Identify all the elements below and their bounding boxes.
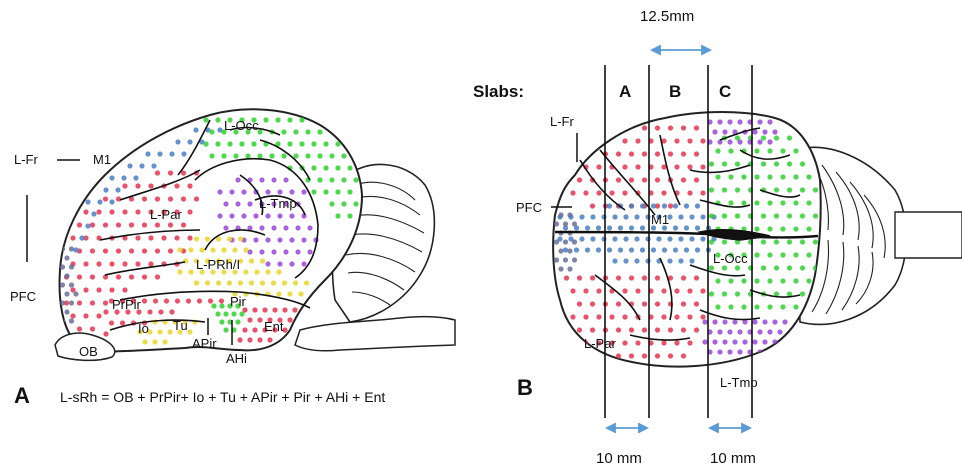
label-tu-a: Tu	[173, 318, 188, 333]
hemisphere-outline-lateral	[60, 109, 362, 352]
label-ent-a: Ent	[264, 319, 284, 334]
lateral-brain-view	[27, 109, 455, 360]
bottom-left-measure-label: 10 mm	[596, 450, 642, 467]
slabs-title: Slabs:	[473, 82, 524, 102]
brainstem-lateral	[295, 317, 455, 351]
label-l-tmp-b: L-Tmp	[720, 375, 758, 390]
label-ob-a: OB	[79, 344, 98, 359]
label-ahi-a: AHi	[226, 351, 247, 366]
slab-label-b: B	[669, 82, 681, 102]
label-m1-a: M1	[93, 152, 111, 167]
bottom-right-measure-label: 10 mm	[710, 450, 756, 467]
slab-label-c: C	[719, 82, 731, 102]
top-measure-label: 12.5mm	[640, 8, 694, 25]
panel-a-formula: L-sRh = OB + PrPir+ Io + Tu + APir + Pir…	[60, 389, 385, 405]
label-l-occ-b: L-Occ	[713, 251, 748, 266]
label-pfc-b: PFC	[516, 200, 542, 215]
spinal-cord-dorsal	[895, 212, 962, 258]
label-pir-a: Pir	[230, 294, 246, 309]
label-m1-b: M1	[651, 212, 669, 227]
label-l-occ-a: L-Occ	[224, 118, 259, 133]
panel-a-letter: A	[14, 383, 30, 409]
label-io-a: Io	[138, 321, 149, 336]
label-l-par-a: L-Par	[150, 207, 182, 222]
label-l-fr-b: L-Fr	[550, 114, 574, 129]
label-l-fr-a: L-Fr	[14, 152, 38, 167]
label-l-tmp-a: L-Tmp	[259, 196, 297, 211]
panel-b-letter: B	[517, 375, 533, 401]
slab-label-a: A	[619, 82, 631, 102]
label-l-prh-a: L-PRh/I	[196, 257, 240, 272]
label-apir-a: APir	[192, 336, 217, 351]
label-pfc-a: PFC	[10, 289, 36, 304]
label-prpir-a: PrPir	[112, 297, 141, 312]
label-l-par-b: L-Par	[584, 336, 616, 351]
